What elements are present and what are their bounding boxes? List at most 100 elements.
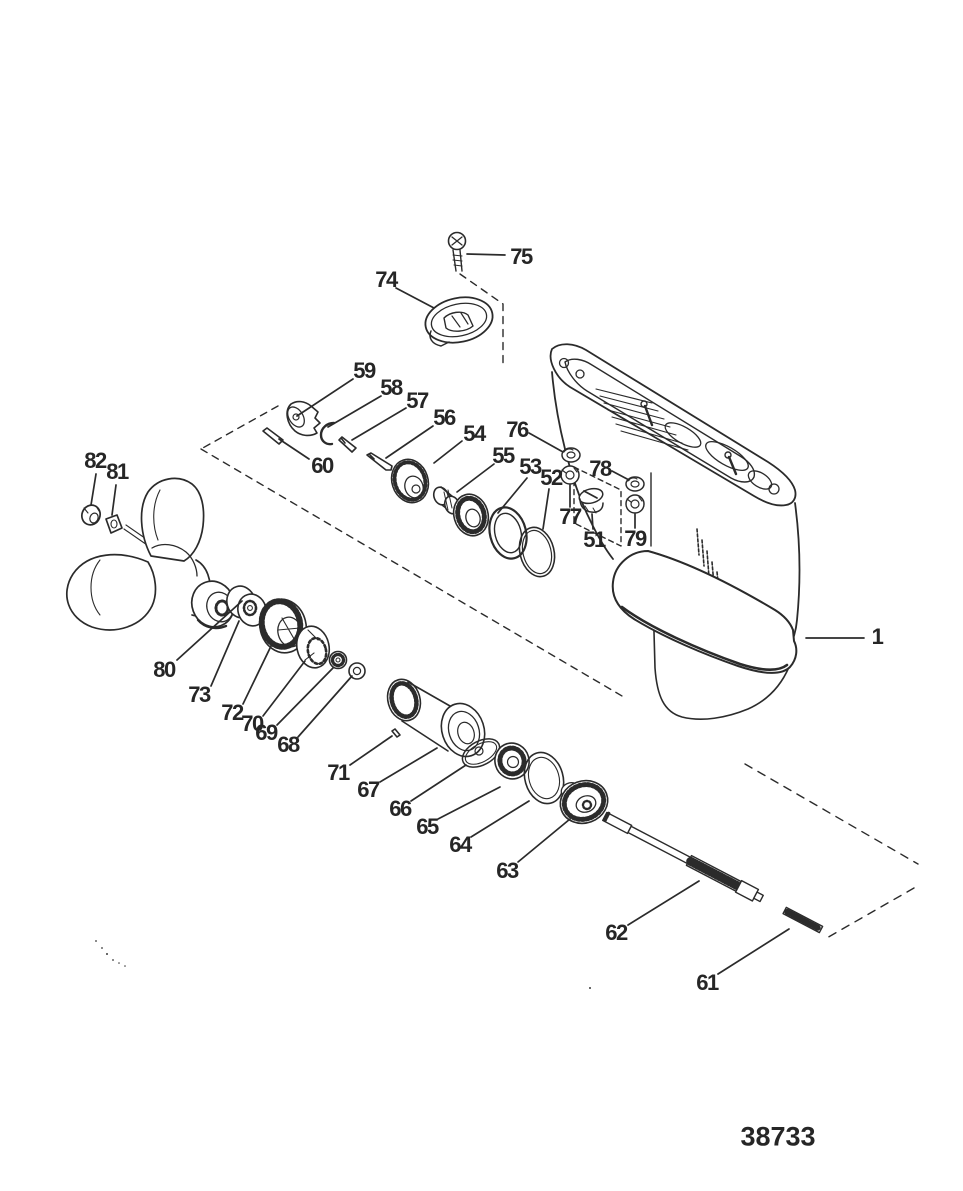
torpedo-bottom-shading	[620, 605, 789, 672]
housing-stud-2	[724, 451, 738, 476]
callout-67: 67	[357, 777, 380, 802]
leader-54	[433, 440, 463, 464]
leader-82	[90, 473, 97, 506]
leader-75	[466, 253, 506, 256]
bearing-65	[494, 742, 530, 780]
leader-51	[591, 513, 594, 530]
leader-74	[395, 287, 435, 309]
stud-threads	[784, 908, 822, 932]
washer-76	[561, 447, 581, 463]
ring-64	[523, 751, 565, 805]
callout-82: 82	[84, 448, 107, 473]
callout-55: 55	[492, 443, 515, 468]
clip-58	[319, 421, 336, 446]
bearing-carrier-67	[386, 678, 486, 758]
leader-65	[437, 786, 501, 820]
pin-56	[366, 452, 393, 471]
drawing-number: 38733	[740, 1121, 816, 1152]
callout-53: 53	[519, 454, 542, 479]
bearing-53-rollers	[455, 495, 487, 535]
guide-edge-bottom-right	[824, 887, 915, 940]
leader-62	[627, 880, 700, 926]
leader-52	[542, 488, 550, 530]
top-plate-hatching	[595, 388, 689, 451]
callout-80: 80	[153, 657, 176, 682]
plate-opening-2	[705, 441, 749, 471]
carrier-spline-face	[389, 681, 419, 719]
prop-blade-top	[140, 477, 205, 562]
leader-59	[296, 378, 354, 417]
callout-68: 68	[277, 732, 300, 757]
gear-54	[390, 458, 430, 504]
plate-screw-2	[575, 369, 585, 379]
follower-70	[295, 625, 331, 669]
leader-70	[262, 660, 306, 717]
nut-79	[625, 494, 645, 514]
leader-53	[497, 477, 528, 514]
gear-housing	[549, 343, 801, 720]
prop-hub-shading	[196, 618, 228, 630]
bearing-65-rollers	[497, 745, 527, 777]
leader-60	[278, 438, 310, 460]
callout-74: 74	[375, 267, 398, 292]
leader-71	[349, 735, 393, 766]
prop-hub-front	[151, 543, 198, 577]
bearing-55	[432, 486, 461, 515]
bearing-53-cup	[488, 506, 528, 560]
ring-68	[348, 662, 366, 680]
ratchet-69	[328, 650, 348, 670]
housing-stud-1	[640, 400, 654, 427]
leader-58	[327, 395, 382, 428]
leader-73	[210, 620, 240, 687]
gear-72	[258, 598, 308, 654]
oring-52	[518, 526, 556, 578]
screw-alignment-dashed-line	[459, 273, 504, 367]
leader-56	[385, 425, 434, 459]
leader-67	[379, 747, 438, 783]
callout-57: 57	[406, 388, 429, 413]
leader-81	[111, 484, 117, 516]
leader-55	[456, 463, 495, 493]
leader-66	[410, 764, 467, 802]
scan-artifacts	[95, 940, 591, 989]
plate-opening-1	[664, 422, 702, 448]
callout-54: 54	[463, 421, 486, 446]
leader-72	[242, 643, 273, 705]
callout-66: 66	[389, 796, 412, 821]
callout-51: 51	[583, 527, 606, 552]
cover-74	[424, 296, 494, 347]
callout-56: 56	[433, 405, 456, 430]
dashed-guide-lines	[200, 273, 919, 940]
callout-58: 58	[380, 375, 403, 400]
driveshaft-parts	[262, 400, 556, 578]
propeller	[65, 477, 236, 631]
prop-nut-82	[81, 504, 101, 526]
callout-61: 61	[696, 970, 719, 995]
clutch-59	[286, 400, 321, 437]
gear-63	[559, 779, 609, 825]
top-plate	[549, 343, 797, 507]
propeller-assembly	[65, 477, 236, 631]
leader-76	[528, 432, 564, 453]
callout-72: 72	[221, 700, 244, 725]
gear-63-teeth	[561, 782, 607, 822]
trim-tab-recess	[747, 470, 773, 490]
bearing-53-cone	[452, 493, 490, 537]
shaft-splines	[686, 856, 742, 890]
prop-blade-left	[65, 553, 157, 631]
leader-69	[276, 667, 334, 726]
plate-screw-1	[558, 357, 570, 369]
callout-65: 65	[416, 814, 439, 839]
propeller-shaft-62	[601, 811, 764, 903]
cover-center-detail	[443, 311, 474, 332]
callout-60: 60	[311, 453, 334, 478]
leader-64	[470, 800, 530, 838]
callout-71: 71	[327, 760, 350, 785]
torpedo	[611, 550, 798, 674]
stud-61	[782, 906, 824, 934]
leader-57	[351, 407, 407, 441]
plug-51	[578, 487, 604, 514]
callout-69: 69	[255, 720, 278, 745]
